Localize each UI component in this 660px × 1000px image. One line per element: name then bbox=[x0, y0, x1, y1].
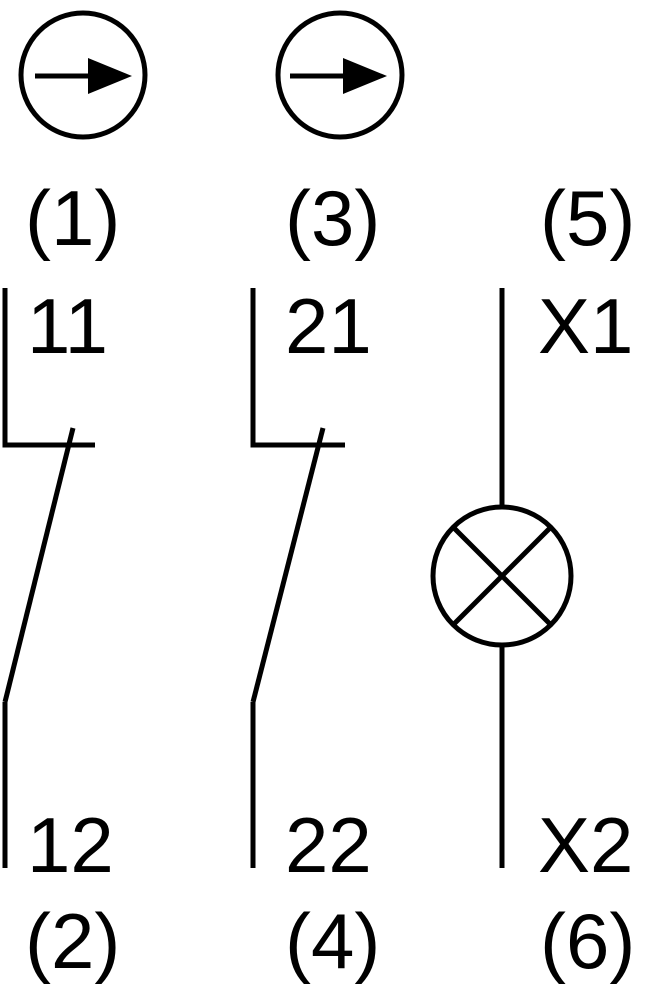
column-1-top-terminal: 11 bbox=[27, 282, 108, 370]
arrow-circle-icon bbox=[18, 10, 148, 140]
arrow-circle-icon bbox=[275, 10, 405, 140]
nc-contact-1 bbox=[2, 288, 95, 868]
lamp-symbol bbox=[430, 288, 574, 868]
column-1-top-ref: (1) bbox=[25, 174, 120, 262]
column-3-bottom-ref: (6) bbox=[540, 897, 635, 985]
column-2-bottom-ref: (4) bbox=[285, 897, 380, 985]
column-1-bottom-ref: (2) bbox=[25, 897, 120, 985]
column-1-bottom-terminal: 12 bbox=[27, 801, 114, 889]
column-2-top-ref: (3) bbox=[285, 174, 380, 262]
column-2-bottom-terminal: 22 bbox=[285, 801, 372, 889]
lamp-icon bbox=[430, 504, 574, 648]
column-2-top-terminal: 21 bbox=[285, 282, 372, 370]
nc-contact-2 bbox=[250, 288, 345, 868]
column-3-bottom-terminal: X2 bbox=[538, 801, 633, 889]
column-3-top-terminal: X1 bbox=[538, 282, 633, 370]
column-3-top-ref: (5) bbox=[540, 174, 635, 262]
